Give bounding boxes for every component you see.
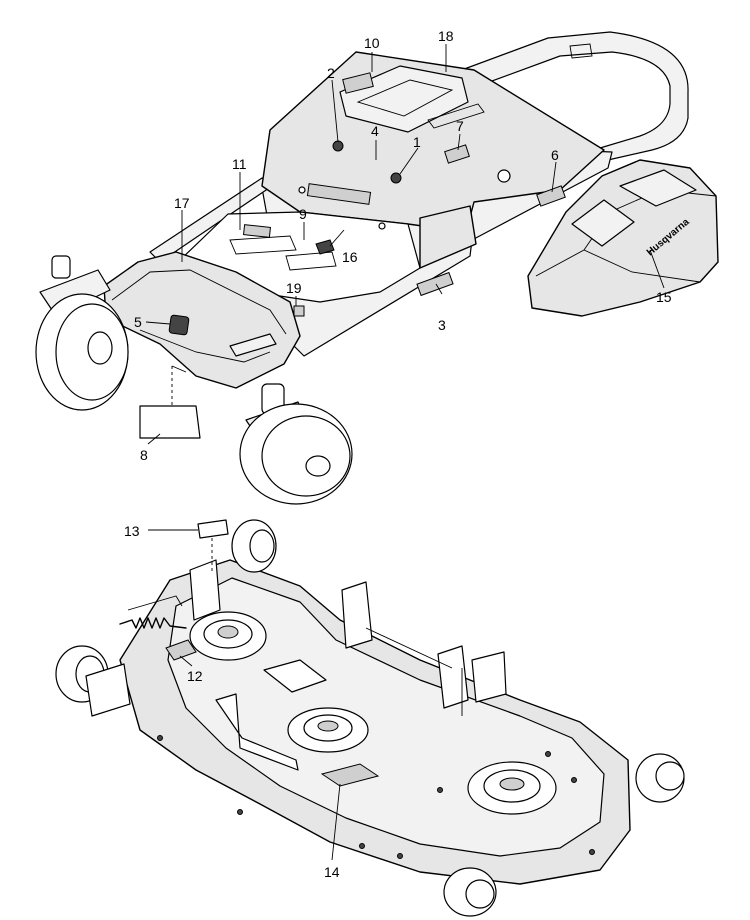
callout-12: 12 [187, 668, 203, 684]
engine-hood: Husqvarna [527, 159, 719, 317]
spindle-right [467, 761, 557, 815]
decal-14 [320, 763, 380, 787]
decal-7 [444, 144, 470, 164]
decal-3 [416, 271, 454, 297]
callout-3: 3 [438, 317, 446, 333]
spindle-center [287, 707, 369, 753]
callout-10: 10 [364, 35, 380, 51]
brand-badge-5 [168, 314, 190, 336]
callout-1: 1 [413, 134, 421, 150]
cutting-deck [55, 519, 685, 917]
gauge-wheel-rear [231, 519, 277, 573]
loose-decal-8 [139, 365, 201, 439]
spindle-left [189, 611, 267, 661]
callout-18: 18 [438, 28, 454, 44]
gauge-wheel-right-front [635, 753, 685, 803]
callout-15: 15 [656, 289, 672, 305]
callout-labels: 10 18 2 4 7 1 6 11 17 9 16 19 5 3 15 8 1… [124, 28, 672, 880]
wingnut-16 [315, 239, 335, 255]
callout-11: 11 [232, 156, 247, 172]
callout-17: 17 [174, 195, 190, 211]
decal-6 [536, 185, 566, 207]
callout-7: 7 [456, 118, 464, 134]
tension-spring [119, 617, 187, 629]
gauge-wheel-left [55, 645, 131, 717]
callout-2: 2 [327, 65, 335, 81]
key-switch [332, 140, 344, 152]
decal-10 [342, 72, 374, 94]
callout-16: 16 [342, 249, 358, 265]
mower-chassis [35, 31, 689, 505]
leader-lines [145, 44, 665, 861]
callout-13: 13 [124, 523, 140, 539]
callout-6: 6 [551, 147, 559, 163]
deck-bolts [157, 735, 595, 859]
front-wheel-left [35, 255, 129, 411]
callout-8: 8 [140, 447, 148, 463]
callout-4: 4 [371, 123, 379, 139]
loose-decal-13 [197, 519, 229, 574]
gauge-wheel-right-rear [443, 867, 497, 917]
decal-19 [293, 305, 305, 317]
front-bumper [103, 251, 301, 389]
callout-5: 5 [134, 314, 142, 330]
decal-12 [165, 639, 197, 661]
decal-11 [306, 183, 372, 205]
decal-9 [242, 224, 272, 238]
callout-9: 9 [299, 206, 307, 222]
callout-14: 14 [324, 864, 340, 880]
choke-knob [390, 172, 402, 184]
callout-19: 19 [286, 280, 302, 296]
front-wheel-right [239, 383, 353, 505]
